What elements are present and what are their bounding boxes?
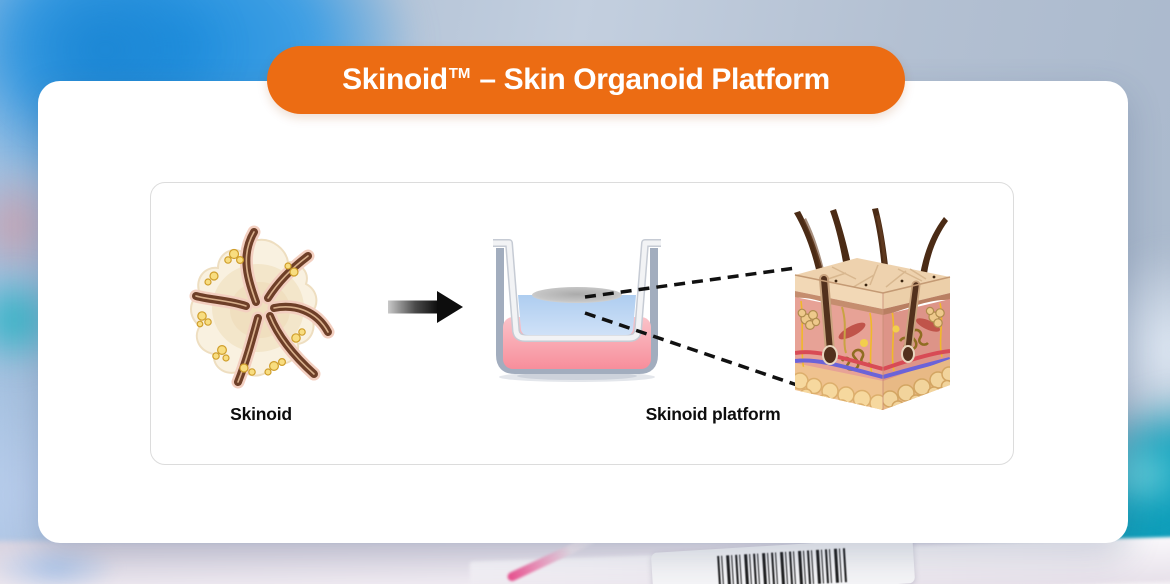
- skinoid-organoid-illustration: [189, 225, 335, 389]
- trademark-superscript: TM: [448, 65, 471, 82]
- skinoid-label: Skinoid: [230, 404, 292, 424]
- page-title: SkinoidTM – Skin Organoid Platform: [342, 63, 830, 97]
- dashed-connector-lines: [584, 266, 801, 388]
- sweat-gland-coil: [840, 348, 871, 371]
- sebaceous-gland: [797, 308, 821, 330]
- skin-cross-section-illustration: [794, 208, 951, 410]
- sebocyte-clusters: [196, 248, 306, 376]
- arrow-right-icon: [388, 291, 463, 323]
- title-rest: – Skin Organoid Platform: [479, 63, 830, 96]
- brand-name: Skinoid: [342, 63, 448, 96]
- tray-blue-left-glow: [0, 538, 130, 584]
- skin-tissue-disc: [532, 287, 622, 303]
- title-banner: SkinoidTM – Skin Organoid Platform: [267, 46, 905, 114]
- barcode-icon: [717, 548, 847, 584]
- transwell-culture-insert-illustration: [493, 239, 661, 382]
- skinoid-platform-label: Skinoid platform: [645, 404, 781, 424]
